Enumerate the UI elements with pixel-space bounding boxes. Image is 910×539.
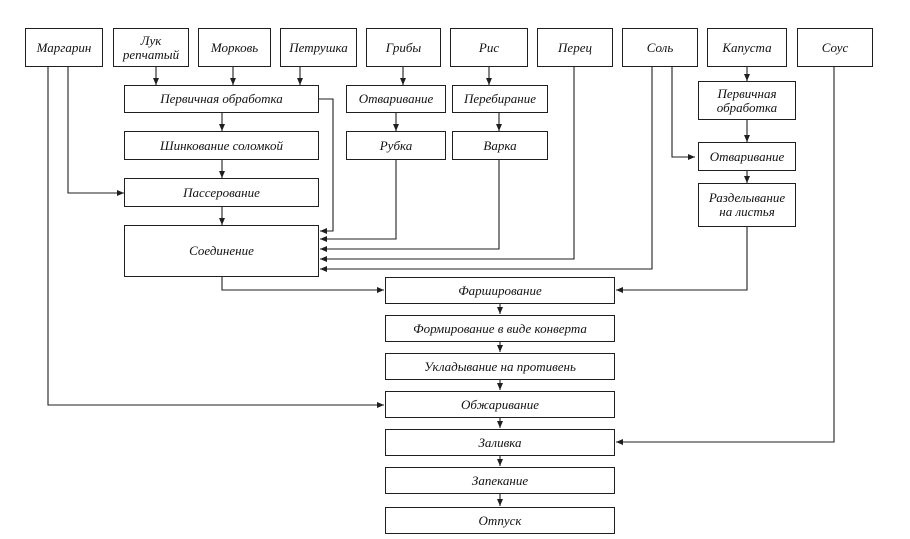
arrow-primary-bypass-to-combine xyxy=(319,98,334,234)
step-cabbage-leaves: Разделывание на листья xyxy=(698,183,796,227)
arrow-margarine-to-saute xyxy=(67,67,124,196)
step-envelope-forming: Формирование в виде конверта xyxy=(385,315,615,342)
ingredient-pepper: Перец xyxy=(537,28,613,67)
ingredient-rice: Рис xyxy=(450,28,528,67)
step-sauteing: Пассерование xyxy=(124,178,319,207)
step-baking: Запекание xyxy=(385,467,615,494)
ingredient-margarine: Маргарин xyxy=(25,28,103,67)
ingredient-sauce: Соус xyxy=(797,28,873,67)
arrow-cook-to-combine xyxy=(320,160,500,252)
ingredient-parsley: Петрушка xyxy=(280,28,357,67)
arrow-pepper-to-combine xyxy=(320,67,575,262)
step-serving: Отпуск xyxy=(385,507,615,534)
ingredient-onion: Лук репчатый xyxy=(113,28,189,67)
step-mushrooms-boiling: Отваривание xyxy=(346,85,446,113)
arrow-leaves-to-stuffing xyxy=(616,227,748,293)
ingredient-cabbage: Капуста xyxy=(707,28,787,67)
step-pouring: Заливка xyxy=(385,429,615,456)
arrow-salt-to-cabbage-boil xyxy=(671,67,695,160)
step-primary-processing: Первичная обработка xyxy=(124,85,319,113)
step-stuffing: Фарширование xyxy=(385,277,615,304)
arrow-salt-to-combine xyxy=(320,67,653,272)
step-frying: Обжаривание xyxy=(385,391,615,418)
arrow-combine-to-stuffing xyxy=(221,277,384,293)
arrow-sauce-to-pouring xyxy=(616,67,835,445)
ingredient-mushrooms: Грибы xyxy=(366,28,441,67)
step-cabbage-boiling: Отваривание xyxy=(698,142,796,171)
step-rice-sorting: Перебирание xyxy=(452,85,548,113)
ingredient-salt: Соль xyxy=(622,28,698,67)
step-laying-on-tray: Укладывание на противень xyxy=(385,353,615,380)
step-julienne: Шинкование соломкой xyxy=(124,131,319,160)
step-rice-cooking: Варка xyxy=(452,131,548,160)
step-combining: Соединение xyxy=(124,225,319,277)
arrow-margarine-to-frying xyxy=(47,67,384,408)
step-cabbage-primary: Первичная обработка xyxy=(698,81,796,120)
arrow-chop-to-combine xyxy=(320,160,397,242)
ingredient-carrot: Морковь xyxy=(198,28,271,67)
step-mushrooms-chopping: Рубка xyxy=(346,131,446,160)
